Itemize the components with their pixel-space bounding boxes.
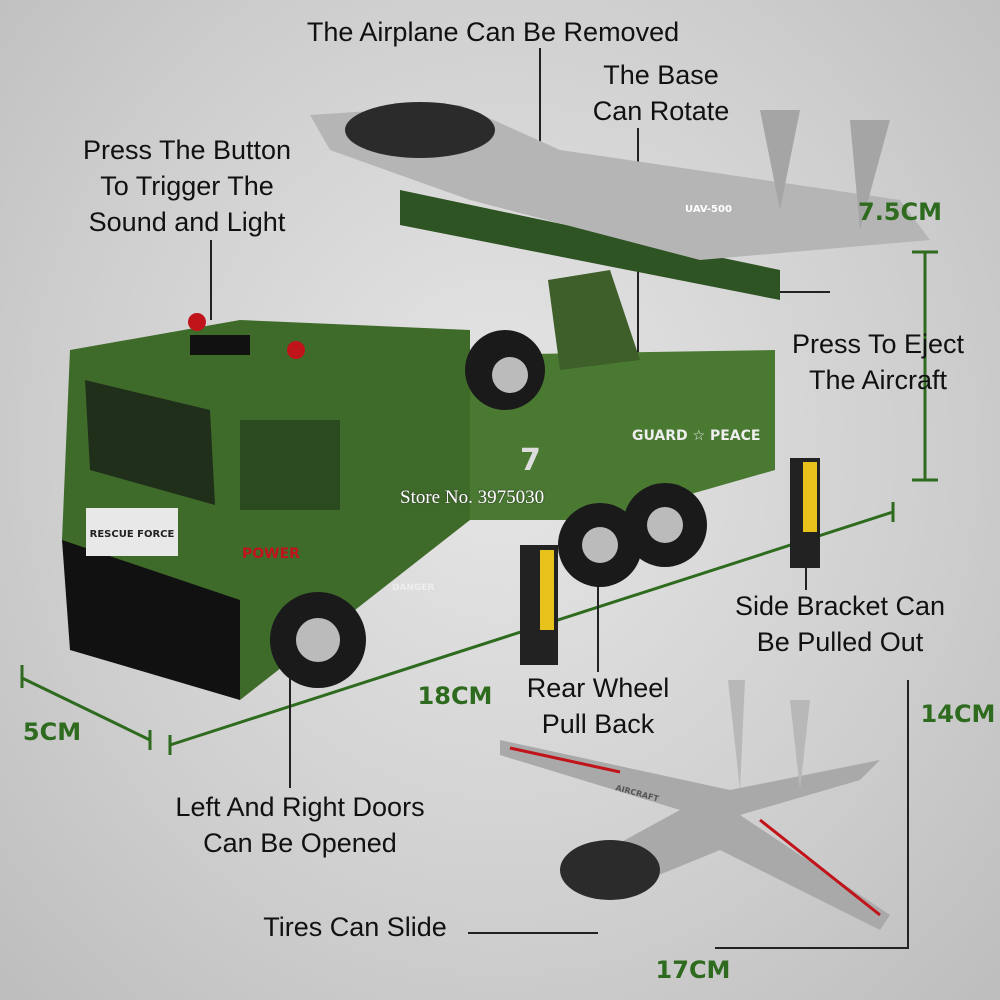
dimension-truck-length: 18CM xyxy=(417,682,493,710)
store-watermark: Store No. 3975030 xyxy=(400,487,545,508)
label-eject: Press To Eject The Aircraft xyxy=(791,329,965,395)
label-tires: Tires Can Slide xyxy=(263,912,447,942)
dimension-plane-length: 14CM xyxy=(920,700,996,728)
label-button-sound: Press The Button To Trigger The Sound an… xyxy=(82,135,292,237)
label-doors: Left And Right Doors Can Be Opened xyxy=(175,792,425,858)
rescue-force-decal: RESCUE FORCE xyxy=(90,529,175,540)
label-rear-wheel: Rear Wheel Pull Back xyxy=(526,673,670,739)
label-base-rotate: The Base Can Rotate xyxy=(592,60,730,126)
danger-decal: DANGER xyxy=(392,583,435,593)
guard-peace-decal: GUARD ☆ PEACE xyxy=(632,428,760,444)
dimension-truck-width: 5CM xyxy=(22,718,82,746)
label-airplane-removed: The Airplane Can Be Removed xyxy=(306,17,680,47)
detached-airplane: AIRCRAFT xyxy=(500,680,890,930)
label-side-bracket: Side Bracket Can Be Pulled Out xyxy=(734,591,946,657)
dimension-truck-height: 7.5CM xyxy=(857,198,943,226)
truck: RESCUE FORCE POWER GUARD ☆ PEACE 7 DANGE… xyxy=(62,102,930,700)
number-decal: 7 xyxy=(520,443,541,478)
power-decal: POWER xyxy=(242,546,300,562)
dimension-plane-wingspan: 17CM xyxy=(655,956,731,984)
uav-decal: UAV-500 xyxy=(685,204,732,215)
